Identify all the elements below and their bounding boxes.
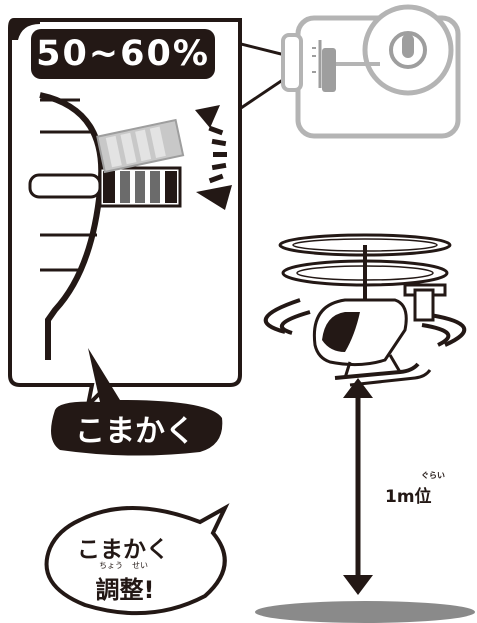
trim-tag-label: こまかく [75, 414, 195, 449]
height-arrow [343, 378, 373, 595]
bubble-text-line1: こまかく [77, 537, 169, 563]
trim-tag-shape [51, 348, 223, 456]
bubble-text-line2: 調整! [95, 576, 155, 604]
height-label: 1m位 [385, 487, 432, 507]
bubble-ruby-left: ちょう [99, 561, 123, 570]
height-ruby: ぐらい [421, 471, 445, 480]
adjust-arrows [195, 105, 232, 210]
helicopter-illustration [263, 233, 467, 387]
trim-lever-ghost [96, 118, 185, 174]
trim-percentage-badge: 50~60% [31, 29, 215, 79]
bubble-ruby-right: せい [132, 561, 148, 570]
speech-bubble [44, 503, 230, 616]
ground-shadow [255, 601, 475, 623]
trim-lever-current[interactable] [98, 166, 182, 208]
controller-thumbnail [281, 4, 461, 139]
trim-slot [28, 173, 102, 199]
